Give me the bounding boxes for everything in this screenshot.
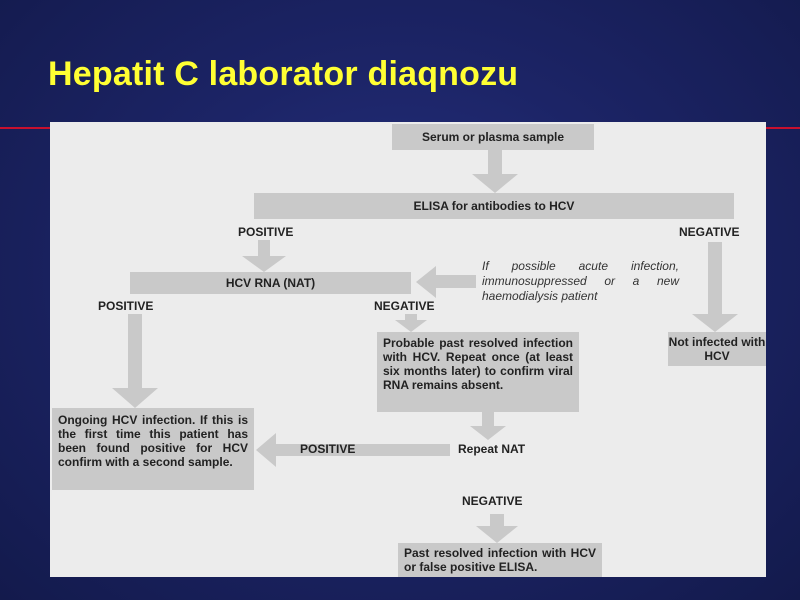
arrow-serum-to-elisa (472, 150, 518, 193)
arrow-negative-to-not-infected (692, 242, 738, 332)
elisa-box: ELISA for antibodies to HCV (254, 193, 734, 219)
flowchart-panel: Serum or plasma sample ELISA for antibod… (50, 122, 766, 577)
not-infected-box: Not infected with HCV (668, 332, 766, 366)
hcv-rna-nat-box: HCV RNA (NAT) (130, 272, 411, 294)
repeat-nat-label: Repeat NAT (458, 442, 526, 456)
flowchart-arrows (112, 150, 738, 543)
past-resolved-box: Past resolved infection with HCV or fals… (398, 543, 602, 577)
nat-positive-label: POSITIVE (98, 299, 154, 313)
elisa-positive-label: POSITIVE (238, 225, 294, 239)
slide-title: Hepatit C laborator diaqnozu (48, 55, 519, 93)
elisa-negative-label: NEGATIVE (679, 225, 740, 239)
ongoing-infection-box: Ongoing HCV infection. If this is the fi… (52, 408, 254, 490)
arrow-repeat-negative-to-past (476, 514, 518, 543)
arrow-repeat-positive-to-ongoing (256, 433, 450, 467)
serum-sample-box: Serum or plasma sample (392, 124, 594, 150)
nat-negative-label: NEGATIVE (374, 299, 435, 313)
arrow-positive-to-hcv-rna (242, 240, 286, 272)
repeat-negative-label: NEGATIVE (462, 494, 523, 508)
probable-past-infection-box: Probable past resolved infection with HC… (377, 332, 579, 412)
repeat-positive-label: POSITIVE (300, 442, 356, 456)
arrow-nat-positive-to-ongoing (112, 314, 158, 408)
arrow-probable-to-repeat (470, 412, 506, 440)
arrow-note-to-hcv-rna (416, 266, 476, 298)
arrow-nat-negative-to-probable (395, 314, 427, 332)
acute-infection-note: If possible acute infection, immunosuppr… (482, 259, 679, 303)
